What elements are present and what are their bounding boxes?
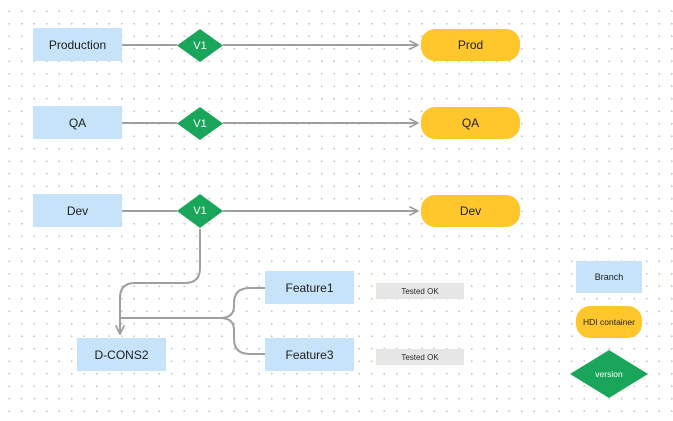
version-qa-label: V1 (193, 117, 207, 130)
container-prod[interactable]: Prod (421, 29, 520, 61)
container-qa-label: QA (461, 116, 480, 130)
version-production-label: V1 (193, 39, 207, 52)
version-qa[interactable]: V1 (177, 107, 223, 140)
connector-feature3-to-dcons2 (219, 317, 265, 355)
status-tag-feature1: Tested OK (376, 283, 464, 299)
branch-qa-label: QA (68, 115, 87, 130)
status-tag-feature3-label: Tested OK (401, 352, 439, 362)
version-dev-label: V1 (193, 205, 207, 217)
legend-hdi-container: HDI container (576, 306, 642, 338)
version-production[interactable]: V1 (177, 29, 223, 62)
legend-hdi-container-label: HDI container (583, 317, 635, 327)
container-dev[interactable]: Dev (421, 195, 520, 227)
branch-dcons2[interactable]: D-CONS2 (77, 338, 166, 371)
connector-feature1-to-dcons2 (120, 287, 265, 319)
version-diamond-shape (177, 29, 223, 62)
arrow-dev-v1-to-dcons2 (115, 229, 201, 335)
legend-version-label: version (595, 369, 623, 379)
branch-feature3[interactable]: Feature3 (265, 338, 354, 371)
branch-production[interactable]: Production (33, 28, 122, 61)
container-prod-label: Prod (457, 38, 484, 52)
branch-dcons2-label: D-CONS2 (94, 347, 149, 362)
status-tag-feature1-label: Tested OK (401, 286, 439, 296)
legend-version-diamond-shape (570, 350, 648, 398)
version-diamond-shape (177, 194, 223, 228)
branch-dev[interactable]: Dev (33, 194, 122, 227)
version-diamond-shape (177, 107, 223, 140)
version-dev[interactable]: V1 (177, 194, 223, 228)
status-tag-feature3: Tested OK (376, 349, 464, 365)
branch-feature1[interactable]: Feature1 (265, 271, 354, 304)
legend-branch-label: Branch (594, 272, 624, 282)
legend-version: version (570, 350, 648, 398)
branch-qa[interactable]: QA (33, 106, 122, 139)
branch-dev-label: Dev (66, 203, 89, 218)
legend-branch: Branch (576, 261, 642, 293)
branch-production-label: Production (48, 37, 107, 52)
branch-feature1-label: Feature1 (285, 280, 334, 295)
branch-feature3-label: Feature3 (285, 347, 334, 362)
container-dev-label: Dev (459, 204, 482, 218)
container-qa[interactable]: QA (421, 107, 520, 139)
